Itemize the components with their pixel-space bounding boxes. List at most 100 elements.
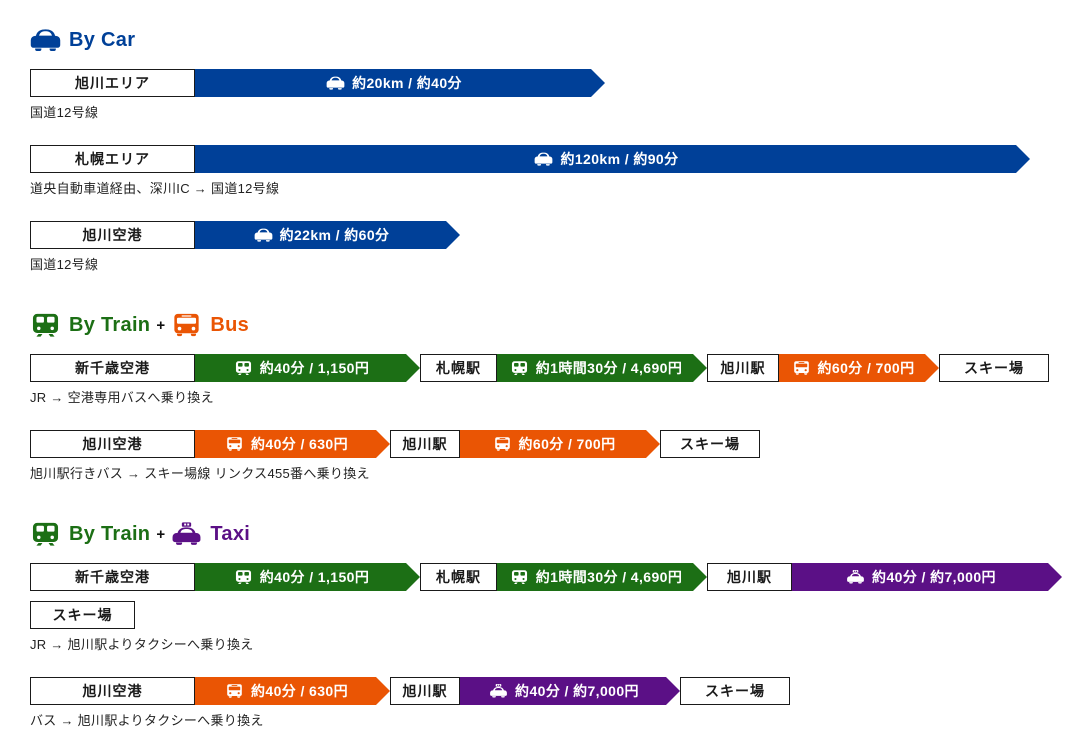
leg-label: 約40分 / 約7,000円: [515, 683, 639, 699]
station-box: 札幌駅: [420, 563, 497, 591]
section-by-train-bus: By Train + Bus 新千歳空港 約40分 / 1,150円 札幌駅: [30, 309, 1072, 482]
section-title-bus-label: Bus: [210, 313, 250, 336]
route-asahikawa-area: 旭川エリア 約20km / 約40分 国道12号線: [30, 69, 1072, 121]
route-row: 旭川空港 約22km / 約60分: [30, 221, 1072, 249]
leg-label: 約40分 / 約7,000円: [872, 569, 996, 585]
route-note: 道央自動車道経由、深川IC → 国道12号線: [30, 181, 280, 196]
leg-label: 約60分 / 700円: [817, 360, 915, 376]
section-title-taxi-label: Taxi: [210, 522, 251, 545]
route-note: 国道12号線: [30, 257, 99, 272]
leg-label: 約120km / 約90分: [560, 151, 679, 167]
taxi-icon: [489, 684, 508, 698]
leg-arrow-bus: 約40分 / 630円: [195, 677, 390, 705]
plus-sign: +: [156, 316, 166, 334]
route-note: JR → 空港専用バスへ乗り換え: [30, 390, 214, 405]
station-box: 旭川空港: [30, 221, 195, 249]
route-asahikawa-airport-car: 旭川空港 約22km / 約60分 国道12号線: [30, 221, 1072, 273]
taxi-icon: [171, 522, 202, 546]
station-box: スキー場: [30, 601, 135, 629]
route-note: 国道12号線: [30, 105, 99, 120]
route-note: 旭川駅行きバス → スキー場線 リンクス455番へ乗り換え: [30, 466, 370, 481]
route-asahikawa-airport-bus: 旭川空港 約40分 / 630円 旭川駅 約60分 / 700円 スキー場 旭川…: [30, 430, 1072, 482]
leg-arrow-car: 約22km / 約60分: [195, 221, 460, 249]
leg-label: 約40分 / 630円: [251, 683, 348, 699]
train-icon: [510, 570, 529, 584]
station-label: 新千歳空港: [75, 360, 150, 376]
car-icon: [30, 28, 61, 52]
train-icon: [510, 361, 529, 375]
station-label: 旭川空港: [82, 227, 143, 243]
station-box: 旭川駅: [707, 354, 779, 382]
route-chitose-train-taxi: 新千歳空港 約40分 / 1,150円 札幌駅 約1時間30分 / 4,690円…: [30, 563, 1072, 653]
leg-label: 約40分 / 1,150円: [259, 569, 370, 585]
station-box: 旭川駅: [390, 430, 460, 458]
leg-arrow-car: 約120km / 約90分: [195, 145, 1030, 173]
leg-label: 約40分 / 630円: [251, 436, 348, 452]
leg-label: 約1時間30分 / 4,690円: [535, 360, 683, 376]
leg-arrow-car: 約20km / 約40分: [195, 69, 605, 97]
station-box: 旭川空港: [30, 677, 195, 705]
route-row: 札幌エリア 約120km / 約90分: [30, 145, 1072, 173]
train-icon: [30, 313, 61, 337]
route-row: 旭川空港 約40分 / 630円 旭川駅 約60分 / 700円 スキー場: [30, 430, 1072, 458]
train-icon: [234, 570, 253, 584]
leg-arrow-train: 約40分 / 1,150円: [195, 354, 420, 382]
station-label: 札幌駅: [436, 569, 481, 585]
station-label: 札幌駅: [436, 360, 481, 376]
bus-icon: [225, 437, 244, 451]
bus-icon: [171, 313, 202, 337]
train-icon: [30, 522, 61, 546]
route-row-wrap: スキー場: [30, 601, 1072, 629]
section-title-by-car: By Car: [30, 24, 1072, 56]
leg-arrow-bus: 約40分 / 630円: [195, 430, 390, 458]
route-asahikawa-airport-taxi: 旭川空港 約40分 / 630円 旭川駅 約40分 / 約7,000円 スキー場…: [30, 677, 1072, 729]
station-box: 新千歳空港: [30, 354, 195, 382]
taxi-icon: [846, 570, 865, 584]
section-title-by-train-bus: By Train + Bus: [30, 309, 1072, 341]
leg-label: 約1時間30分 / 4,690円: [535, 569, 683, 585]
station-box: 旭川空港: [30, 430, 195, 458]
section-by-car: By Car 旭川エリア 約20km / 約40分 国道12号線 札幌エリア: [30, 24, 1072, 273]
leg-arrow-bus: 約60分 / 700円: [779, 354, 939, 382]
section-title-train-label: By Train: [69, 522, 151, 545]
leg-arrow-taxi: 約40分 / 約7,000円: [460, 677, 680, 705]
route-note: バス → 旭川駅よりタクシーへ乗り換え: [30, 713, 264, 728]
leg-label: 約40分 / 1,150円: [259, 360, 370, 376]
bus-icon: [493, 437, 512, 451]
plus-sign: +: [156, 525, 166, 543]
station-label: 札幌エリア: [75, 151, 150, 167]
bus-icon: [225, 684, 244, 698]
leg-label: 約20km / 約40分: [352, 75, 462, 91]
section-title-label: By Car: [69, 28, 136, 51]
station-box: 札幌駅: [420, 354, 497, 382]
bus-icon: [792, 361, 811, 375]
route-chitose-train-bus: 新千歳空港 約40分 / 1,150円 札幌駅 約1時間30分 / 4,690円…: [30, 354, 1072, 406]
route-row: 新千歳空港 約40分 / 1,150円 札幌駅 約1時間30分 / 4,690円…: [30, 563, 1072, 591]
car-icon: [534, 152, 553, 166]
station-box: スキー場: [680, 677, 790, 705]
route-row: 旭川空港 約40分 / 630円 旭川駅 約40分 / 約7,000円 スキー場: [30, 677, 1072, 705]
route-row: 新千歳空港 約40分 / 1,150円 札幌駅 約1時間30分 / 4,690円…: [30, 354, 1072, 382]
leg-arrow-train: 約1時間30分 / 4,690円: [497, 563, 707, 591]
section-title-by-train-taxi: By Train + Taxi: [30, 518, 1072, 550]
station-box: 旭川駅: [390, 677, 460, 705]
station-label: スキー場: [964, 360, 1024, 376]
station-label: スキー場: [705, 683, 765, 699]
car-icon: [326, 76, 345, 90]
route-row: 旭川エリア 約20km / 約40分: [30, 69, 1072, 97]
station-label: 旭川エリア: [75, 75, 150, 91]
leg-arrow-train: 約1時間30分 / 4,690円: [497, 354, 707, 382]
station-label: 旭川駅: [402, 683, 448, 699]
station-box: スキー場: [939, 354, 1049, 382]
leg-arrow-train: 約40分 / 1,150円: [195, 563, 420, 591]
station-box: 旭川駅: [707, 563, 792, 591]
station-box: 新千歳空港: [30, 563, 195, 591]
car-icon: [254, 228, 273, 242]
station-box: 札幌エリア: [30, 145, 195, 173]
route-sapporo-area: 札幌エリア 約120km / 約90分 道央自動車道経由、深川IC → 国道12…: [30, 145, 1072, 197]
train-icon: [234, 361, 253, 375]
station-label: 旭川駅: [727, 569, 772, 585]
section-title-train-label: By Train: [69, 313, 151, 336]
leg-arrow-bus: 約60分 / 700円: [460, 430, 660, 458]
